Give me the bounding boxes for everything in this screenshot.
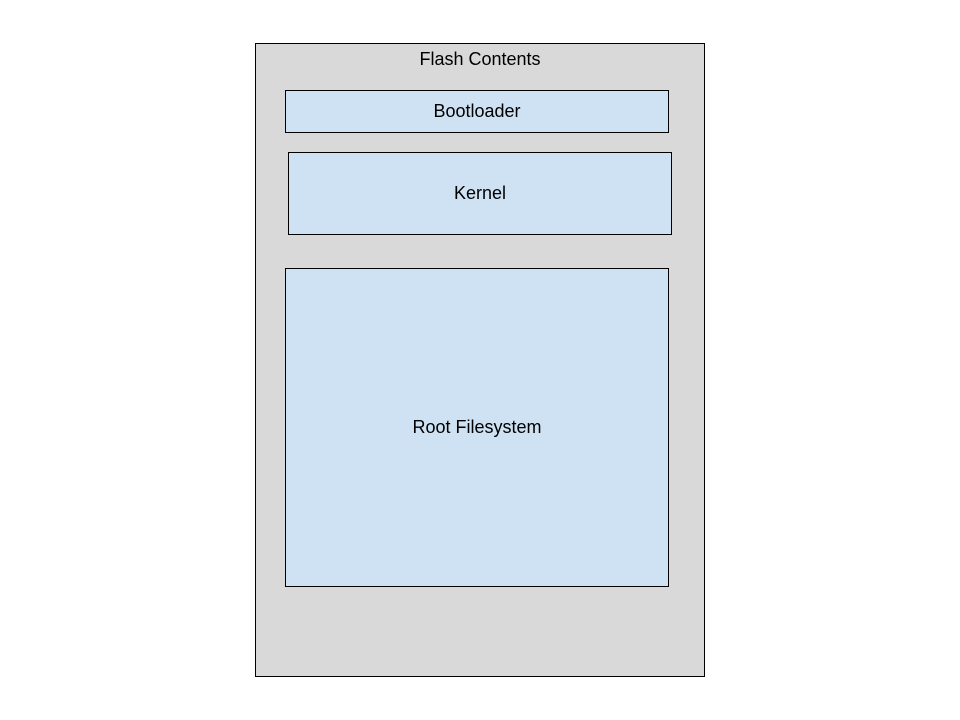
bootloader-label: Bootloader bbox=[433, 101, 521, 121]
root-filesystem-block: Root Filesystem bbox=[285, 268, 669, 587]
root-filesystem-label: Root Filesystem bbox=[412, 417, 542, 437]
kernel-block: Kernel bbox=[288, 152, 672, 235]
flash-contents-container: Flash Contents Bootloader Kernel Root Fi… bbox=[255, 43, 705, 677]
flash-contents-title: Flash Contents bbox=[419, 49, 541, 69]
kernel-label: Kernel bbox=[453, 183, 507, 203]
bootloader-block: Bootloader bbox=[285, 90, 669, 133]
